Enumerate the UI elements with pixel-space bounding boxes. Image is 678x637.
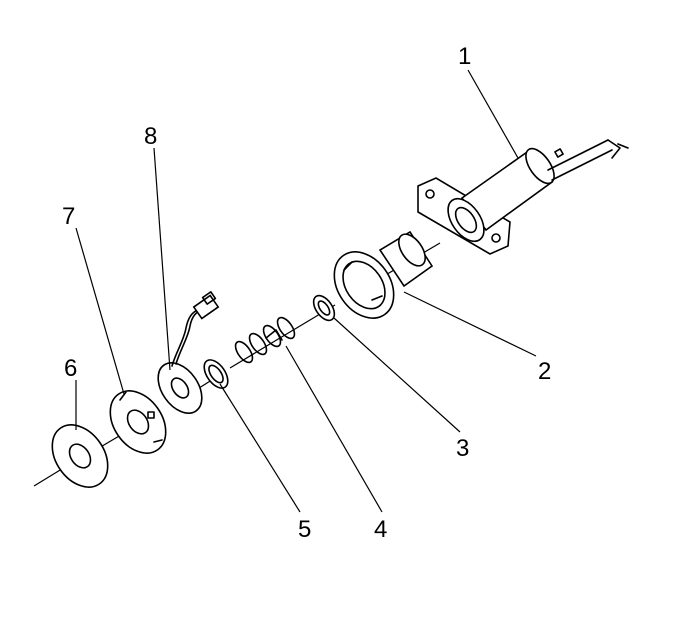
part-2-switch-housing bbox=[333, 230, 434, 319]
part-7-retainer-plate bbox=[109, 390, 167, 454]
part-5-snap-ring bbox=[203, 359, 229, 389]
callout-4: 4 bbox=[374, 516, 387, 543]
part-8-switch-with-connector bbox=[157, 291, 220, 414]
callout-7: 7 bbox=[62, 203, 75, 230]
callout-6: 6 bbox=[64, 355, 77, 382]
callout-1: 1 bbox=[458, 43, 471, 70]
part-3-retaining-ring bbox=[312, 294, 336, 322]
callout-5: 5 bbox=[298, 516, 311, 543]
part-1-column-housing bbox=[417, 139, 629, 255]
leader-lines bbox=[75, 69, 537, 513]
part-4-spring bbox=[234, 316, 296, 364]
callout-2: 2 bbox=[538, 358, 551, 385]
callout-8: 8 bbox=[144, 123, 157, 150]
part-6-cover-washer bbox=[51, 424, 109, 488]
callout-3: 3 bbox=[456, 435, 469, 462]
